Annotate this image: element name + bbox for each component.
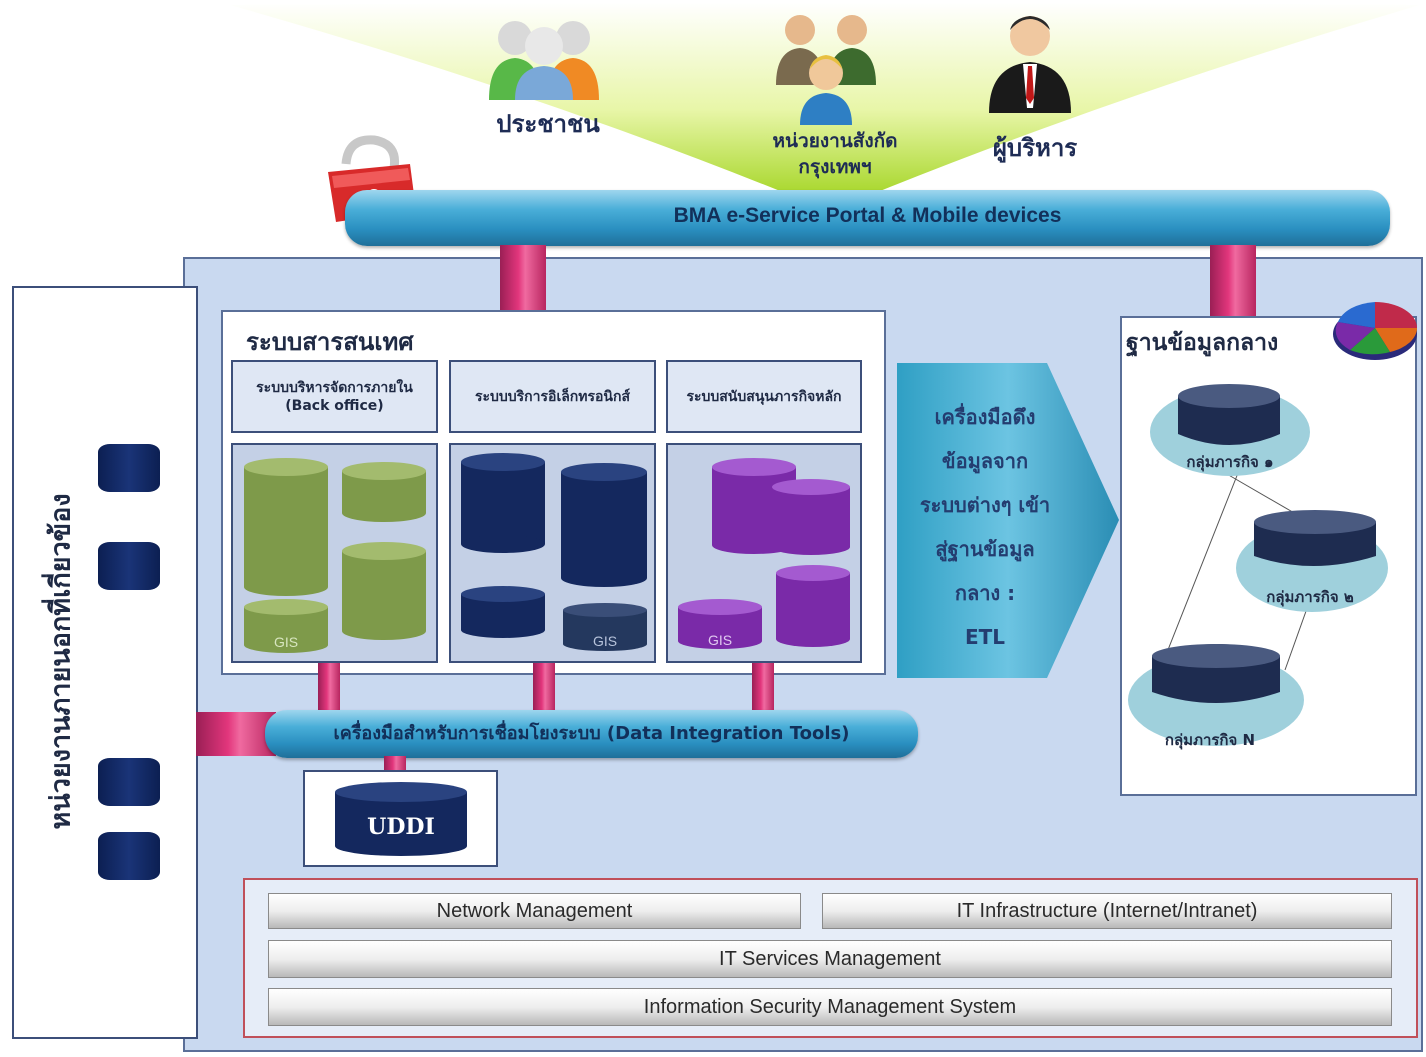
external-db-2 bbox=[98, 542, 160, 590]
information-systems-title: ระบบสารสนเทศ bbox=[246, 328, 414, 356]
etl-line-2: ข้อมูลจาก bbox=[941, 449, 1029, 473]
uddi-label: UDDI bbox=[367, 814, 435, 840]
integration-bus: เครื่องมือสำหรับการเชื่อมโยงระบบ (Data I… bbox=[265, 710, 918, 758]
e-service-databases: GIS bbox=[461, 453, 647, 651]
central-group-1-label: กลุ่มภารกิจ ๑ bbox=[1186, 453, 1274, 471]
external-agencies-panel bbox=[12, 286, 198, 1039]
external-agencies-title: หน่วยงานภายนอกที่เกี่ยวข้อง bbox=[30, 440, 88, 900]
mission-support-header: ระบบสนับสนุนภารกิจหลัก bbox=[666, 360, 862, 433]
agencies-label-line1: หน่วยงานสังกัด bbox=[772, 130, 898, 152]
external-db-1 bbox=[98, 444, 160, 492]
central-group-2-label: กลุ่มภารกิจ ๒ bbox=[1266, 588, 1354, 606]
uddi-database: UDDI bbox=[335, 782, 467, 856]
integration-pipe-3 bbox=[752, 663, 774, 713]
pie-chart-icon bbox=[1333, 302, 1417, 360]
mission-support-gis-label: GIS bbox=[708, 632, 732, 648]
back-office-databases: GIS bbox=[244, 458, 426, 653]
integration-pipe-1 bbox=[318, 663, 340, 713]
portal-bus-label: BMA e-Service Portal & Mobile devices bbox=[673, 204, 1062, 227]
central-group-n-label: กลุ่มภารกิจ N bbox=[1164, 731, 1256, 749]
portal-bus: BMA e-Service Portal & Mobile devices bbox=[345, 190, 1390, 246]
etl-line-4: สู่ฐานข้อมูล bbox=[935, 537, 1035, 561]
executives-label: ผู้บริหาร bbox=[992, 134, 1078, 162]
agencies-label: หน่วยงานสังกัด กรุงเทพฯ bbox=[730, 128, 940, 180]
executive-icon bbox=[989, 16, 1071, 113]
back-office-gis-label: GIS bbox=[274, 634, 298, 650]
etl-arrow bbox=[897, 363, 1119, 678]
etl-line-1: เครื่องมือดึง bbox=[934, 405, 1036, 429]
agencies-icon bbox=[776, 15, 876, 125]
e-service-gis-label: GIS bbox=[593, 633, 617, 649]
e-service-header: ระบบบริการอิเล็กทรอนิกส์ bbox=[449, 360, 656, 433]
mission-support-databases: GIS bbox=[678, 458, 850, 649]
integration-pipe-left-connector bbox=[196, 712, 276, 756]
etl-line-5: กลาง : bbox=[954, 581, 1016, 605]
security-management-bar: Information Security Management System bbox=[268, 988, 1392, 1026]
back-office-header: ระบบบริหารจัดการภายใน (Back office) bbox=[231, 360, 438, 433]
it-infrastructure-bar: IT Infrastructure (Internet/Intranet) bbox=[822, 893, 1392, 929]
portal-pipe-right bbox=[1210, 245, 1256, 317]
portal-pipe-left bbox=[500, 245, 546, 313]
etl-line-3: ระบบต่างๆ เข้า bbox=[919, 493, 1051, 517]
network-management-bar: Network Management bbox=[268, 893, 801, 929]
it-services-management-bar: IT Services Management bbox=[268, 940, 1392, 978]
integration-bus-label: เครื่องมือสำหรับการเชื่อมโยงระบบ (Data I… bbox=[333, 723, 850, 744]
central-db-groups bbox=[1128, 384, 1388, 746]
citizens-icon bbox=[489, 21, 599, 100]
integration-pipe-2 bbox=[533, 663, 555, 713]
etl-line-6: ETL bbox=[964, 625, 1006, 649]
external-db-4 bbox=[98, 832, 160, 880]
citizens-label: ประชาชน bbox=[496, 110, 600, 138]
external-agencies-title-text: หน่วยงานภายนอกที่เกี่ยวข้อง bbox=[45, 493, 77, 830]
etl-description: เครื่องมือดึง ข้อมูลจาก ระบบต่างๆ เข้า ส… bbox=[905, 395, 1065, 659]
uddi-pipe bbox=[384, 756, 406, 772]
agencies-label-line2: กรุงเทพฯ bbox=[798, 156, 872, 178]
central-database-title: ฐานข้อมูลกลาง bbox=[1126, 330, 1279, 356]
external-db-3 bbox=[98, 758, 160, 806]
